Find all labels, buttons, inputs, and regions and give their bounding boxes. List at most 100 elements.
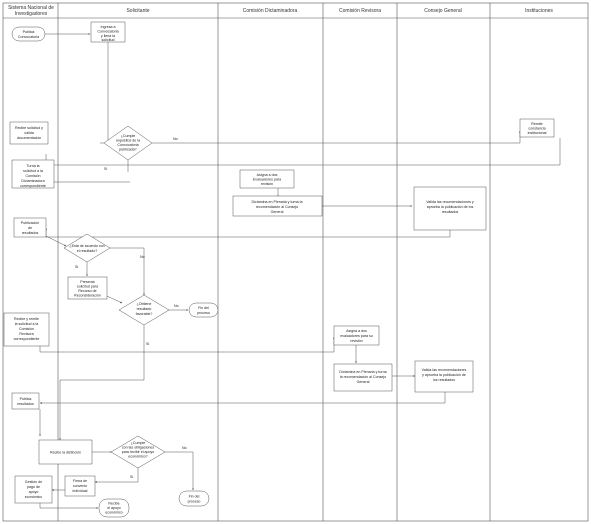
node-text: apoyo bbox=[29, 490, 39, 494]
edge-16 bbox=[106, 295, 123, 304]
node-text: Presenta bbox=[80, 280, 94, 284]
node-obtiene-favorable: ¿Obtiene resultado favorable? bbox=[118, 294, 170, 326]
edge-label-no1: No bbox=[173, 137, 178, 141]
node-text: Evaluadores para bbox=[253, 178, 281, 182]
node-text: resultados bbox=[17, 402, 34, 406]
node-asigna-dos: Asigna a dos evaluadores para su revisió… bbox=[333, 325, 380, 346]
node-valida-recomendaciones: Valida las recomendaciones y aprueba la … bbox=[413, 186, 487, 231]
node-text: solicitud bbox=[102, 38, 115, 42]
node-text: y llena la bbox=[101, 34, 115, 38]
node-text: resultado bbox=[137, 307, 152, 311]
node-text: Recurso de bbox=[78, 289, 96, 293]
node-dictamina-revisora: Dictamina en Plenaria y turna la recomen… bbox=[333, 363, 393, 392]
node-text: valida bbox=[24, 131, 33, 135]
lane-title-revisora: Comisión Revisora bbox=[339, 8, 381, 14]
edge-label-si4: Sí bbox=[130, 475, 133, 479]
node-text: Recibe y remite bbox=[14, 317, 39, 321]
node-text: Publicación bbox=[21, 221, 39, 225]
node-ingresa-convocatoria: Ingresa a Convocatoria y llena la solici… bbox=[90, 21, 126, 43]
edge-21 bbox=[39, 392, 446, 404]
node-text: General bbox=[271, 210, 284, 214]
node-text: correspondiente bbox=[14, 337, 40, 341]
edge-label-si2: Sí bbox=[75, 265, 78, 269]
node-text: la recomendación al Consejo bbox=[340, 375, 386, 379]
node-text: individual bbox=[73, 489, 88, 493]
node-text: Convocatoria bbox=[18, 35, 39, 39]
node-text: solicitud a la bbox=[23, 169, 43, 173]
node-text: proceso bbox=[197, 311, 210, 315]
node-text: el apoyo bbox=[107, 506, 121, 510]
node-text: la solicitud a la bbox=[15, 322, 39, 326]
node-valida-publicacion: Valida las recomendaciones y aprueba la … bbox=[414, 360, 474, 393]
node-text: recomendación al Consejo bbox=[256, 205, 299, 209]
node-text: solicitud para bbox=[77, 285, 98, 289]
node-cumple-obligaciones: ¿Cumple con las obligaciones para recibi… bbox=[110, 435, 166, 469]
node-text: y aprueba la publicación de bbox=[422, 373, 466, 377]
node-text: requisitos de la bbox=[116, 139, 140, 143]
node-text: económico? bbox=[128, 455, 147, 459]
node-text: correspondiente bbox=[20, 184, 46, 188]
edge-label-no4: No bbox=[182, 446, 187, 450]
node-text: para recibir el apoyo bbox=[122, 450, 155, 454]
node-text: Fin del bbox=[189, 495, 200, 499]
node-text: Publica bbox=[20, 397, 32, 401]
node-text: Dictamina en Plenaria y turna la bbox=[252, 200, 303, 204]
node-text: Convocatoria bbox=[97, 30, 118, 34]
node-text: constancia bbox=[528, 127, 545, 131]
node-text: Valida las recomendaciones y bbox=[426, 200, 474, 204]
node-text: ¿Está de acuerdo con bbox=[69, 244, 104, 248]
node-text: convenio bbox=[73, 484, 87, 488]
node-text: publicada? bbox=[119, 148, 136, 152]
edge-7 bbox=[20, 138, 561, 166]
edge-label-no3: No bbox=[174, 304, 179, 308]
node-text: Ingresa a bbox=[101, 25, 116, 29]
node-remite-constancia: Remite constancia institucional bbox=[519, 118, 555, 138]
node-fin-proceso-1: Fin del proceso bbox=[188, 302, 219, 318]
node-dictamina: Dictamina en Plenaria y turna la recomen… bbox=[232, 195, 323, 217]
node-text: ¿Obtiene bbox=[137, 302, 152, 306]
node-text: Publica bbox=[23, 30, 35, 34]
node-text: los resultados bbox=[433, 378, 455, 382]
node-text: Reconsideración bbox=[74, 294, 101, 298]
edge-4 bbox=[152, 130, 521, 144]
edge-label-si1: Sí bbox=[104, 167, 107, 171]
node-text: revisión bbox=[261, 182, 273, 186]
node-firma-convenio: Firma de convenio individual bbox=[64, 475, 96, 497]
node-text: Gestión de bbox=[25, 480, 42, 484]
node-publica-convocatoria: Publica Convocatoria bbox=[11, 26, 46, 42]
node-asigna-evaluadores: Asigna a dos Evaluadores para revisión bbox=[239, 169, 295, 189]
node-text: Dictaminadora bbox=[21, 179, 44, 183]
node-text: Recibe la distinción bbox=[50, 451, 81, 455]
edge-18 bbox=[39, 333, 335, 353]
node-cumple-requisitos: ¿Cumple requisitos de la Convocatoria pu… bbox=[103, 125, 153, 161]
lane-title-instituciones: Instituciones bbox=[525, 8, 553, 14]
node-text: Asigna a dos bbox=[346, 329, 367, 333]
node-text: Fin del bbox=[198, 306, 209, 310]
node-text: Revisora bbox=[19, 332, 33, 336]
node-text: Valida las recomendaciones bbox=[422, 368, 467, 372]
node-text: Recibe solicitud y bbox=[15, 126, 43, 130]
node-text: proceso bbox=[188, 500, 201, 504]
node-text: Firma de bbox=[73, 479, 87, 483]
node-text: con las obligaciones bbox=[122, 446, 155, 450]
edge-14 bbox=[110, 247, 145, 296]
node-presenta-reconsideracion: Presenta solicitud para Recurso de Recon… bbox=[67, 276, 108, 300]
edge-label-no2: No bbox=[140, 255, 145, 259]
edge-27 bbox=[39, 503, 99, 509]
node-text: revisión bbox=[350, 339, 362, 343]
edge-25 bbox=[94, 468, 139, 483]
node-recibe-turna: Recibe y remite la solicitud a la Comisi… bbox=[3, 312, 50, 347]
node-text: el resultado? bbox=[77, 249, 98, 253]
edge-24 bbox=[165, 451, 194, 491]
lane-title-sni-1: Sistema Nacional de bbox=[8, 5, 54, 11]
edge-11 bbox=[45, 227, 451, 238]
node-recibe-apoyo: Recibe el apoyo económico bbox=[98, 498, 130, 518]
node-publica-resultados: Publica resultados bbox=[11, 392, 40, 410]
node-text: económico bbox=[105, 511, 122, 515]
edge-12 bbox=[45, 235, 67, 247]
node-text: favorable? bbox=[136, 312, 153, 316]
node-text: Turna la bbox=[26, 164, 39, 168]
node-text: evaluadores para su bbox=[340, 334, 373, 338]
